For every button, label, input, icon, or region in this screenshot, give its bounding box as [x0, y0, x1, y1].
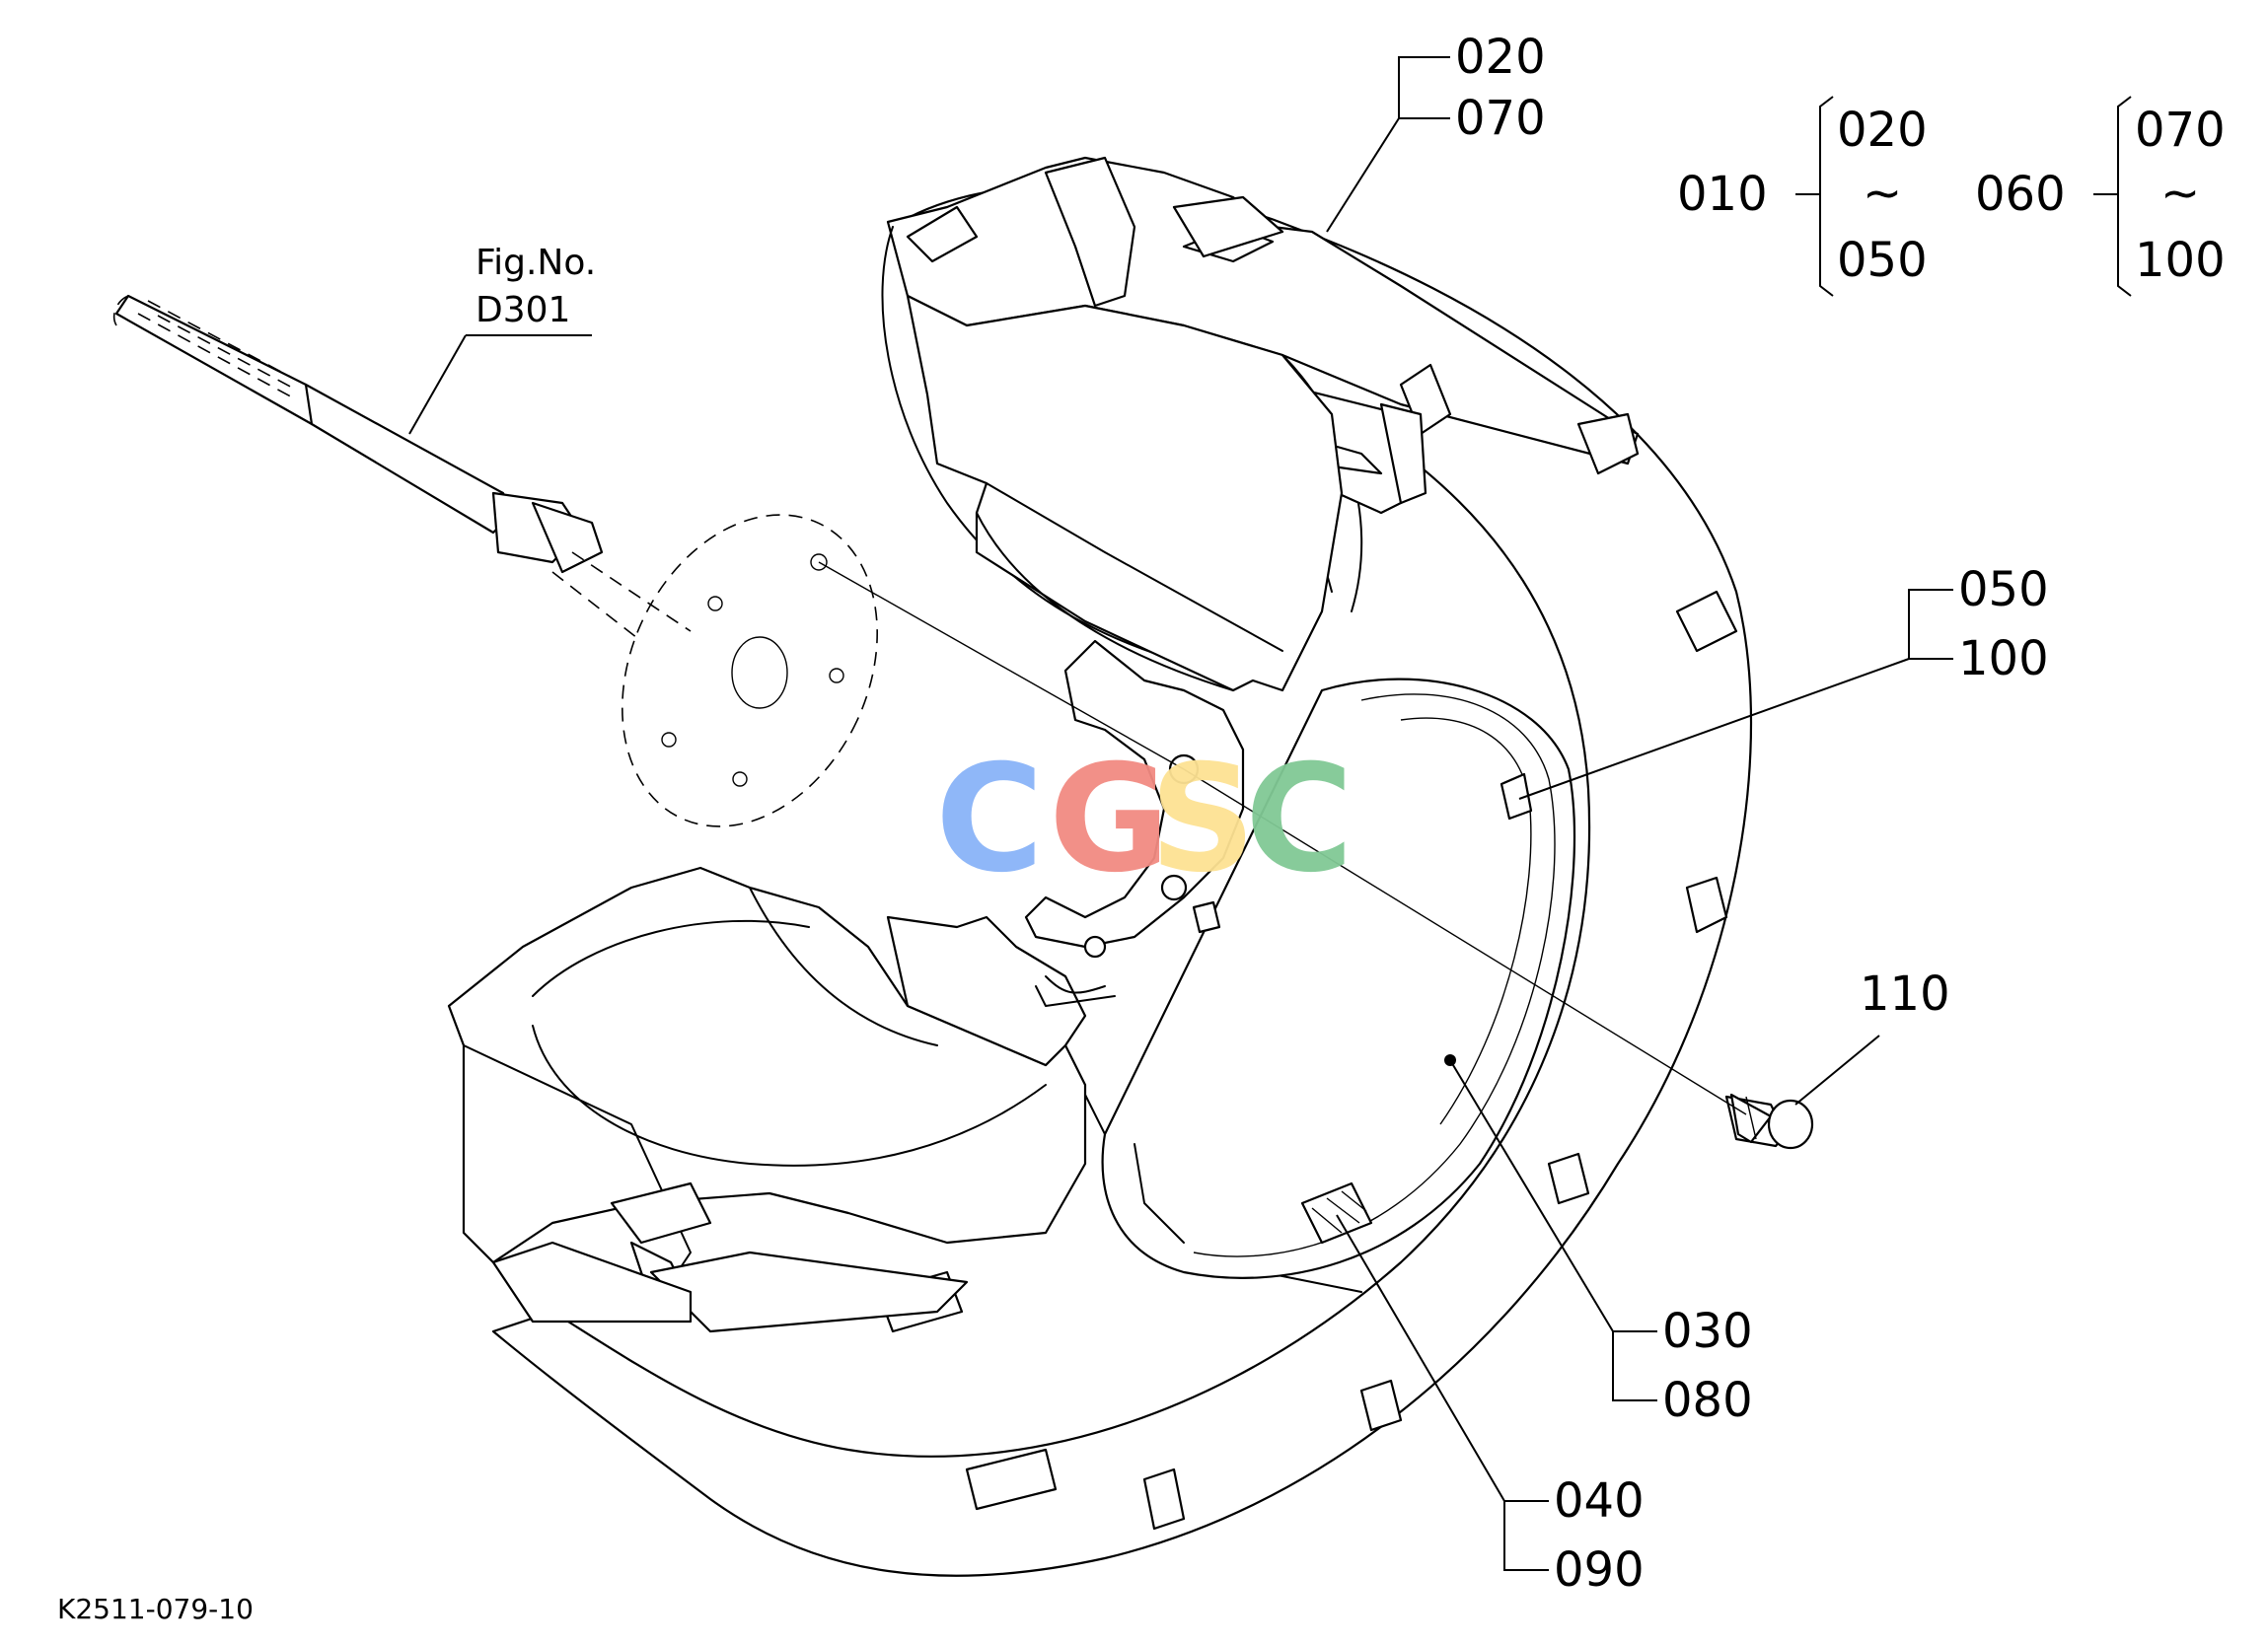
- tire-drawing: [447, 156, 1753, 1577]
- watermark-letter-4: C: [1245, 734, 1353, 905]
- assembly-to-100: 100: [2135, 233, 2226, 288]
- watermark-letter-3: S: [1149, 734, 1256, 905]
- assembly-from-020: 020: [1837, 103, 1928, 158]
- callout-070: 070: [1455, 91, 1546, 146]
- axle-shaft-drawing: [112, 294, 1185, 827]
- leader-lines: [408, 56, 2132, 1571]
- assembly-tilde-2: ~: [2160, 166, 2200, 221]
- drawing-code: K2511-079-10: [57, 1593, 254, 1625]
- callout-labels: 020 070 Fig.No. D301 010 020 ~ 050 060 0…: [57, 30, 2226, 1625]
- callout-050: 050: [1958, 562, 2049, 617]
- watermark-letter-2: G: [1049, 734, 1170, 905]
- callout-030: 030: [1662, 1304, 1753, 1359]
- callout-090: 090: [1554, 1542, 1645, 1598]
- assembly-parent-010: 010: [1677, 167, 1768, 222]
- wheel-bolt-drawing: [1724, 1093, 1814, 1150]
- assembly-from-070: 070: [2135, 103, 2226, 158]
- callout-100: 100: [1958, 631, 2049, 686]
- callout-080: 080: [1662, 1373, 1753, 1428]
- callout-110: 110: [1860, 966, 1950, 1022]
- assembly-parent-060: 060: [1975, 167, 2066, 222]
- watermark-letter-1: C: [935, 734, 1044, 905]
- assembly-tilde-1: ~: [1863, 166, 1902, 221]
- callout-040: 040: [1554, 1473, 1645, 1529]
- figure-ref-label: Fig.No.: [476, 243, 596, 283]
- assembly-to-050: 050: [1837, 233, 1928, 288]
- callout-020: 020: [1455, 30, 1546, 85]
- watermark: C G S C: [935, 734, 1353, 905]
- figure-ref-number: D301: [476, 290, 570, 330]
